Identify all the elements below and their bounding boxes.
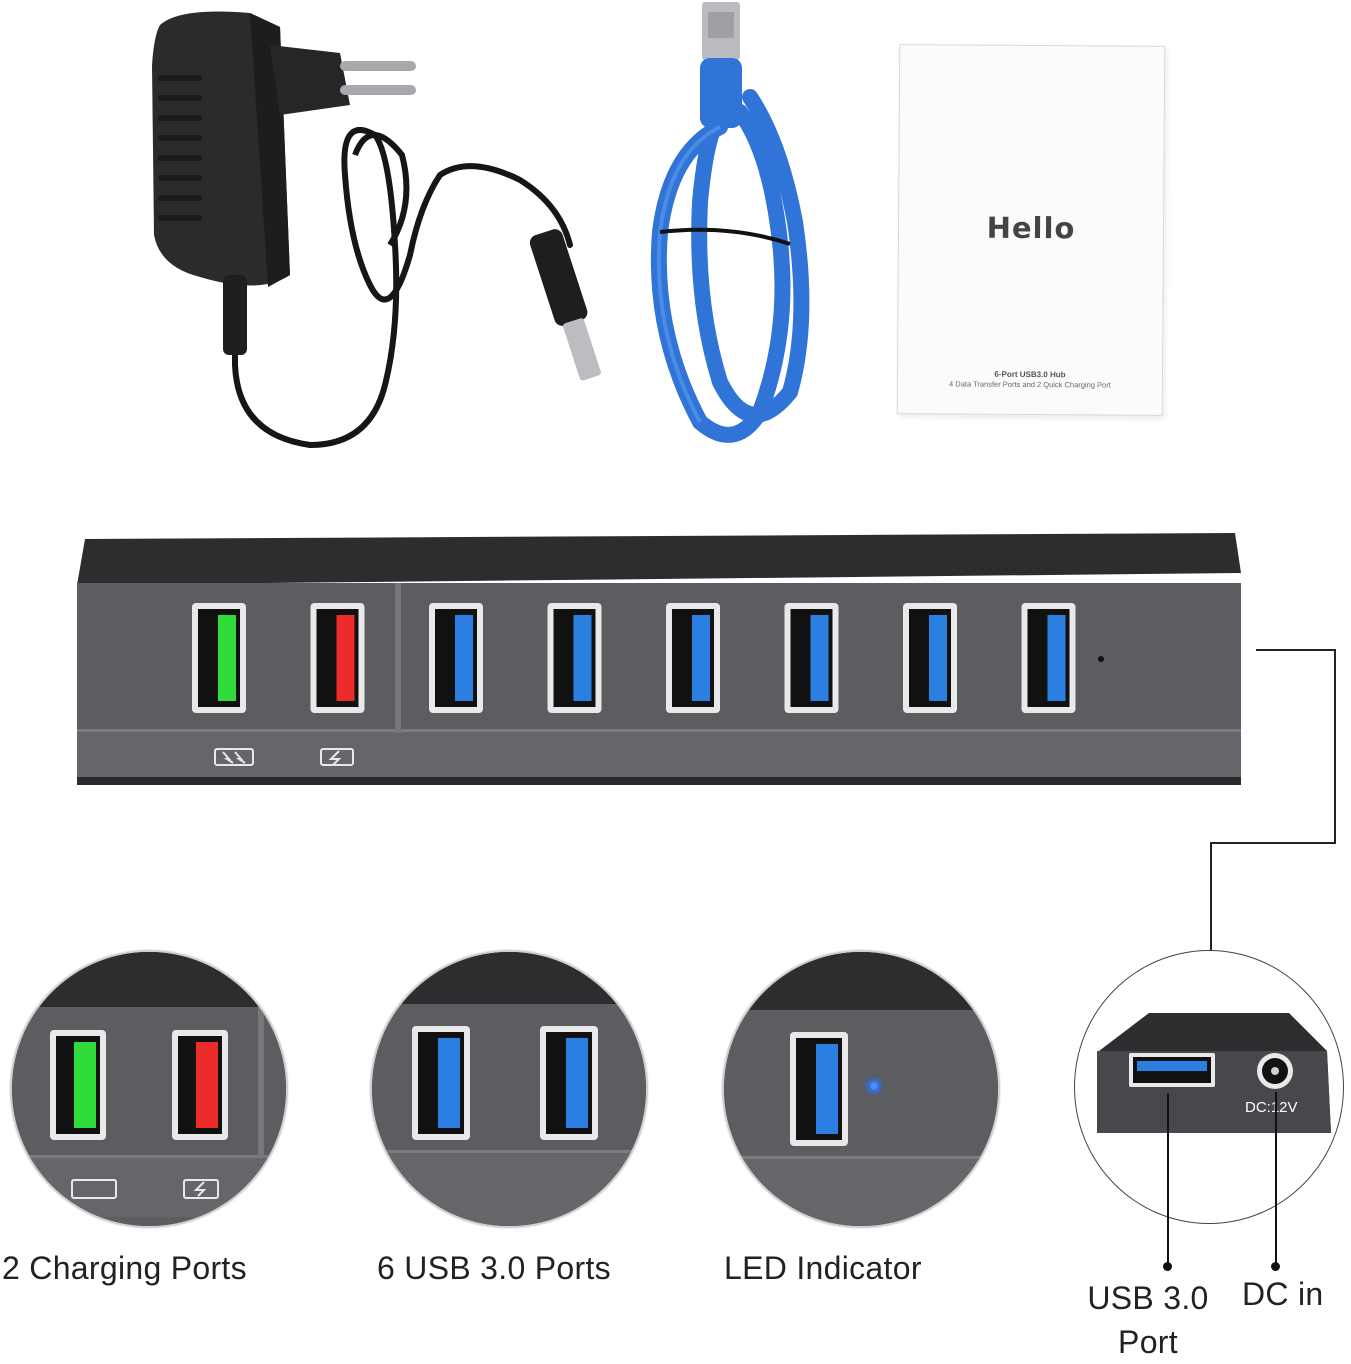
usb-port (429, 603, 483, 713)
usb-ports-zoom (370, 950, 648, 1228)
usb-hub (77, 533, 1241, 785)
callout-line (1210, 842, 1336, 954)
charging-ports-zoom (10, 950, 288, 1228)
usb-port (784, 603, 839, 713)
dc-in-pointer (1275, 1092, 1277, 1266)
quick-charge-icon (214, 748, 254, 766)
usb-port (547, 603, 602, 713)
led-indicator-zoom (722, 950, 1000, 1228)
usb-hub-body (77, 533, 1241, 785)
caption-led-indicator: LED Indicator (724, 1250, 922, 1286)
caption-dc-in: DC in (1242, 1276, 1324, 1312)
power-adapter (152, 11, 601, 449)
dc-input-zoom: DC:12V (1074, 950, 1344, 1224)
usb-port (666, 603, 720, 713)
caption-usb-port-line2: Port (1118, 1324, 1178, 1360)
user-manual: Hello 6-Port USB3.0 Hub 4 Data Transfer … (896, 44, 1166, 416)
charging-port (310, 603, 365, 713)
manual-title: Hello (986, 210, 1076, 246)
dc-in-pointer-dot (1271, 1262, 1280, 1271)
caption-charging-ports: 2 Charging Ports (2, 1250, 247, 1286)
caption-usb-port-line1: USB 3.0 (1087, 1280, 1209, 1316)
manual-description: 4 Data Transfer Ports and 2 Quick Chargi… (949, 379, 1111, 390)
usb-cable (650, 2, 810, 443)
usb-port-pointer-dot (1163, 1262, 1172, 1271)
charging-port (192, 603, 246, 713)
usb-port (903, 603, 957, 713)
manual-subtitle: 6-Port USB3.0 Hub (994, 369, 1066, 380)
usb-port-pointer (1167, 1093, 1169, 1266)
caption-usb-ports: 6 USB 3.0 Ports (377, 1250, 611, 1286)
usb-port (1021, 603, 1076, 713)
dc-voltage-label: DC:12V (1245, 1099, 1298, 1116)
caption-usb-port: USB 3.0 Port (1078, 1276, 1218, 1364)
callout-line (1256, 649, 1336, 844)
charge-icon (320, 748, 354, 766)
